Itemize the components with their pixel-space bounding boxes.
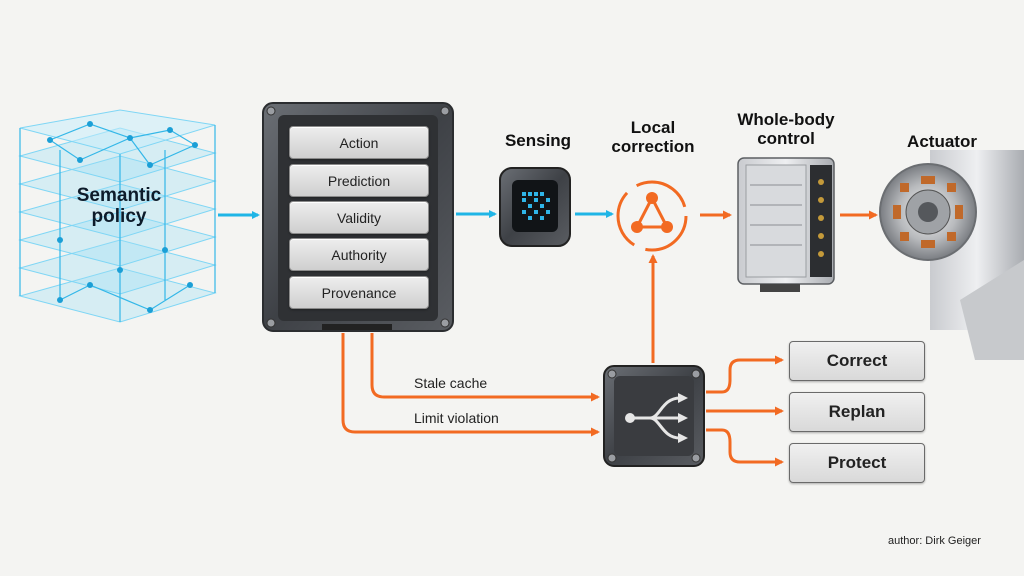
- sensing-chip: [499, 167, 571, 247]
- local-correction-symbol: [616, 180, 688, 252]
- gate-field-authority: Authority: [289, 238, 429, 271]
- edge-label-limit-violation: Limit violation: [414, 410, 499, 426]
- arrow-to-protect: [706, 428, 784, 467]
- gate-field-action: Action: [289, 126, 429, 159]
- edge-label-stale-cache: Stale cache: [414, 375, 488, 391]
- orange-arrows: [341, 210, 878, 467]
- arrow-to-correct: [706, 355, 784, 394]
- actuator-gear: [879, 150, 1024, 360]
- local-correction-label: Local correction: [611, 118, 695, 157]
- arrow-limit-violation: [341, 333, 600, 437]
- semantic-policy-cube: [18, 109, 217, 323]
- whole-body-control-module: [737, 157, 835, 292]
- outcome-replan: Replan: [789, 392, 925, 432]
- blue-arrows: [218, 210, 614, 219]
- outcome-protect: Protect: [789, 443, 925, 483]
- whole-body-control-label: Whole-body control: [737, 110, 835, 149]
- actuator-label: Actuator: [907, 132, 977, 151]
- semantic-policy-label: Semantic policy: [76, 185, 162, 228]
- gate-field-provenance: Provenance: [289, 276, 429, 309]
- router-module: [603, 365, 705, 467]
- arrow-stale-cache: [370, 333, 600, 402]
- gate-field-validity: Validity: [289, 201, 429, 234]
- author-credit: author: Dirk Geiger: [888, 535, 981, 547]
- gate-field-prediction: Prediction: [289, 164, 429, 197]
- outcome-correct: Correct: [789, 341, 925, 381]
- sensing-label: Sensing: [504, 131, 572, 150]
